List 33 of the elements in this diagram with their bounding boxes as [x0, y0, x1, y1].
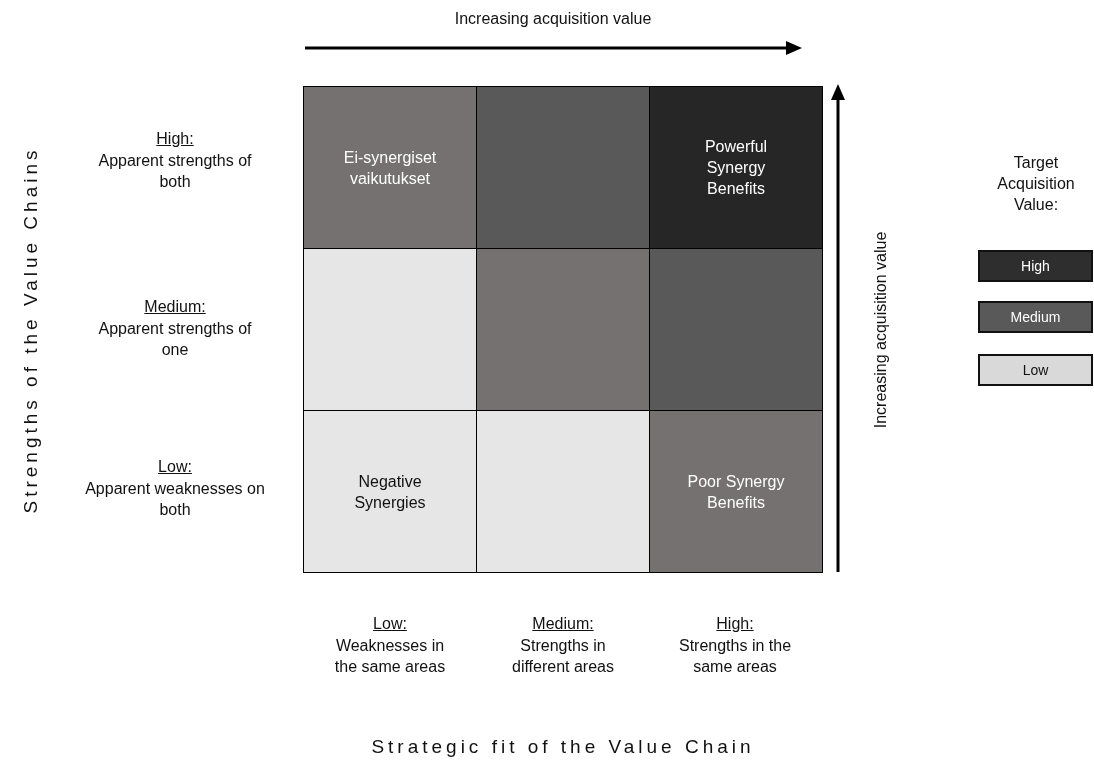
- row-heading: Medium:: [143, 297, 207, 317]
- matrix-cell: [303, 410, 477, 573]
- row-heading: Low:: [157, 457, 193, 477]
- matrix-cell: [649, 410, 823, 573]
- axis-title: Strengths of the Value Chains: [19, 146, 41, 514]
- matrix-cell: [476, 86, 650, 249]
- column-description: Weaknesses in the same areas: [333, 636, 447, 677]
- column-heading: Medium:: [531, 614, 595, 634]
- row-heading: High:: [155, 129, 195, 149]
- matrix-cell: [476, 248, 650, 411]
- axis-title: Strategic fit of the Value Chain: [371, 736, 755, 757]
- cell-label: Poor Synergy Benefits: [686, 471, 786, 513]
- legend-key: High: [978, 250, 1093, 282]
- column-description: Strengths in the same areas: [677, 636, 793, 677]
- column-heading: High:: [715, 614, 755, 634]
- row-description: Apparent strengths of one: [97, 319, 253, 360]
- matrix-cell: [649, 86, 823, 249]
- axis-label: Increasing acquisition value: [454, 9, 652, 29]
- row-description: Apparent weaknesses on both: [85, 479, 265, 520]
- cell-label: Powerful Synergy Benefits: [703, 137, 769, 199]
- matrix-cell: [476, 410, 650, 573]
- legend-key: Low: [978, 354, 1093, 386]
- column-heading: Low:: [372, 614, 408, 634]
- cell-label: Ei-synergiset vaikutukset: [342, 147, 438, 189]
- column-description: Strengths in different areas: [511, 636, 615, 677]
- legend-key: Medium: [978, 301, 1093, 333]
- axis-label: Increasing acquisition value: [870, 231, 890, 429]
- row-description: Apparent strengths of both: [97, 151, 253, 192]
- matrix-cell: [649, 248, 823, 411]
- matrix-cell: [303, 248, 477, 411]
- matrix-cell: [303, 86, 477, 249]
- legend-title: Target Acquisition Value:: [996, 153, 1076, 215]
- cell-label: Negative Synergies: [353, 471, 427, 513]
